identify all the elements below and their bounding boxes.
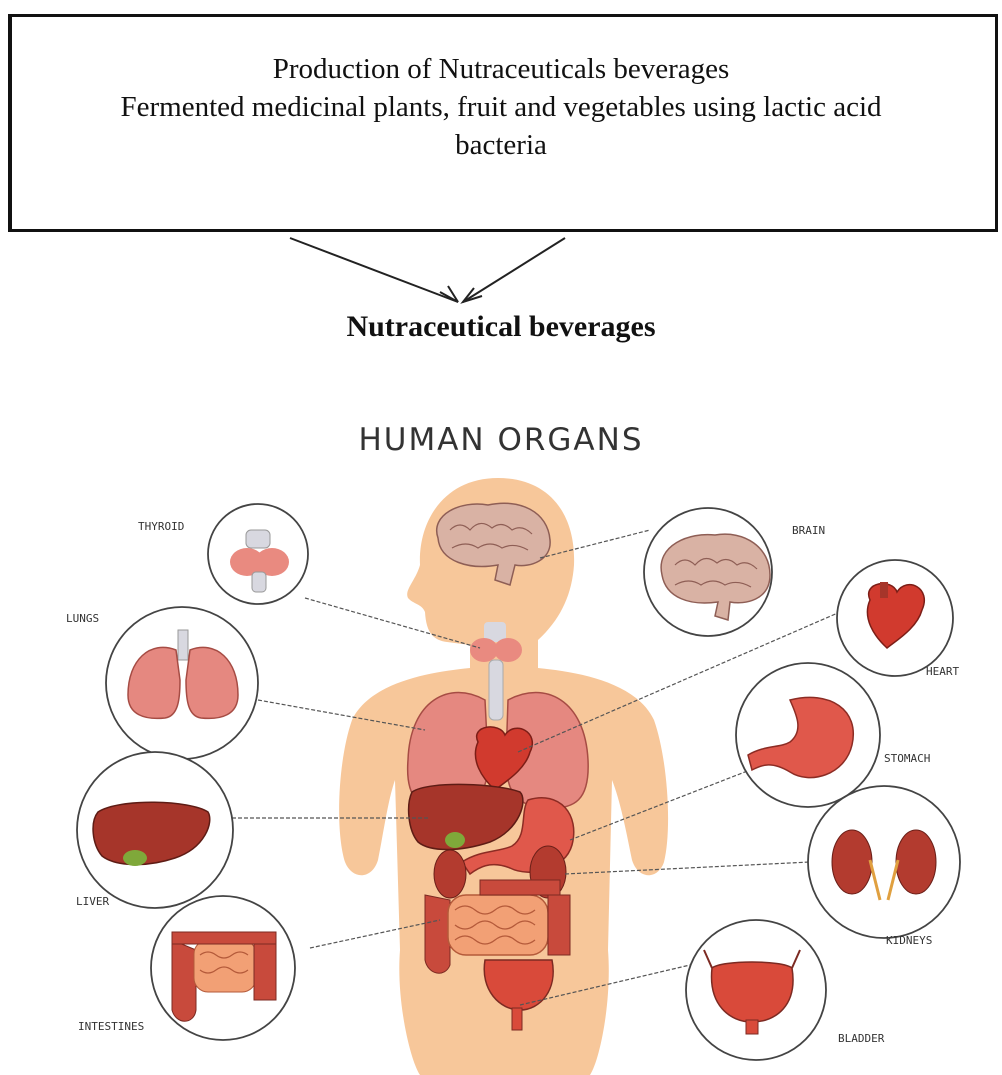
label-kidneys: KIDNEYS — [886, 934, 932, 947]
label-liver: LIVER — [76, 895, 109, 908]
label-heart: HEART — [926, 665, 959, 678]
label-lungs: LUNGS — [66, 612, 99, 625]
label-intestines: INTESTINES — [78, 1020, 144, 1033]
label-stomach: STOMACH — [884, 752, 930, 765]
label-thyroid: THYROID — [138, 520, 184, 533]
kidneys-circle — [808, 786, 960, 938]
label-brain: BRAIN — [792, 524, 825, 537]
label-bladder: BLADDER — [838, 1032, 885, 1045]
